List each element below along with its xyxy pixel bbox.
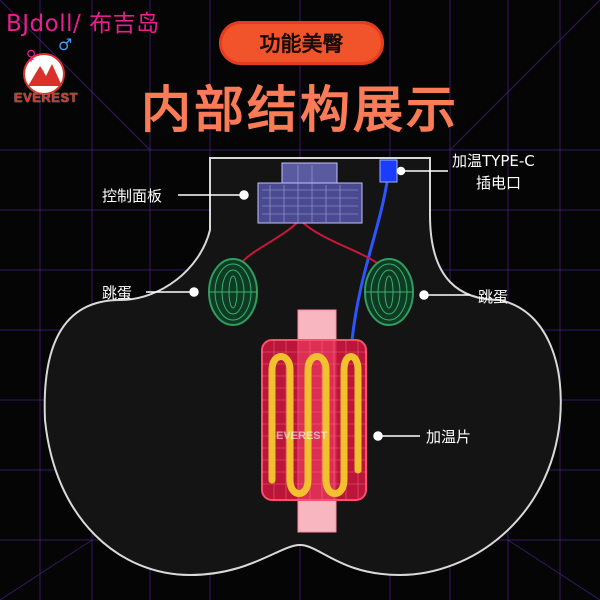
- blue-wire: [350, 175, 390, 341]
- feature-badge: 功能美臀: [219, 21, 384, 65]
- label-egg-left: 跳蛋: [102, 284, 133, 302]
- svg-text:♂: ♂: [58, 36, 72, 54]
- logo-text: EVEREST: [13, 90, 79, 105]
- label-heating-sheet: 加温片: [426, 428, 472, 446]
- page-title: 内部结构展示: [141, 81, 459, 139]
- red-wire-right: [299, 219, 381, 266]
- store-name: BJdoll/ 布吉岛: [6, 11, 160, 37]
- heating-coil: [268, 353, 362, 497]
- watermark: EVEREST: [276, 430, 328, 442]
- heating-sheet: [261, 339, 367, 501]
- everest-logo-icon: ♂ ♀: [23, 36, 72, 95]
- control-panel: [257, 162, 363, 224]
- svg-text:♀: ♀: [26, 48, 36, 64]
- label-pointers: [146, 166, 470, 441]
- left-egg: [208, 258, 258, 326]
- right-egg: [364, 258, 414, 326]
- label-heater-port-line1: 加温TYPE-C: [452, 152, 535, 170]
- label-egg-right: 跳蛋: [478, 288, 509, 306]
- typec-port: [379, 159, 398, 183]
- label-control-panel: 控制面板: [102, 187, 163, 205]
- label-heater-port-line2: 插电口: [476, 174, 522, 192]
